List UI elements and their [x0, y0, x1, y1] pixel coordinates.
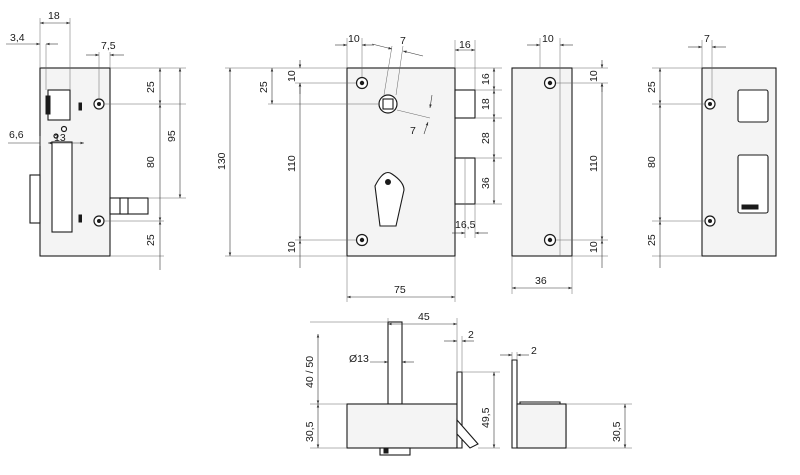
dim-left-95: 95 [166, 130, 178, 142]
rside-body [511, 67, 573, 257]
left-hole-top-core [97, 102, 101, 106]
bottom-view: 45 2 Ø13 40 / 50 30,5 49,5 [304, 311, 500, 456]
front-bolt [454, 89, 476, 119]
dim-front-16-5: 16,5 [455, 219, 476, 231]
rside-hole-top-core [547, 80, 553, 86]
dim-left-18: 18 [48, 10, 60, 22]
dim-front-10-left: 10 [286, 70, 298, 82]
left-bolt-slot [47, 89, 71, 121]
dim-rside-36: 36 [535, 275, 547, 287]
left-mark-bottom [78, 214, 82, 223]
dim-rside-110: 110 [588, 155, 600, 172]
dim-kside-30-5: 30,5 [611, 421, 623, 442]
dim-front-16-side: 16 [480, 73, 492, 85]
bottom-latch [456, 418, 479, 449]
dim-left-6-6: 6,6 [9, 129, 24, 141]
dim-front-angle-7: 7 [410, 125, 416, 137]
rside-hole-bottom-core [547, 237, 553, 243]
left-edge-tab [29, 174, 41, 224]
dim-left-3-4: 3,4 [10, 32, 25, 44]
dim-keeper-7: 7 [704, 33, 710, 45]
dim-keeper-25-bottom: 25 [646, 234, 658, 246]
keeper-side-box [516, 403, 567, 449]
keeper-slot-top [737, 89, 769, 123]
left-side-view: 18 3,4 7,5 25 80 25 95 6,6 13 [6, 10, 186, 270]
keeper-hole-top-core [708, 102, 712, 106]
dim-keeper-80: 80 [646, 156, 658, 168]
keeper-view: 7 25 80 25 [646, 33, 777, 268]
dim-front-75: 75 [394, 284, 406, 296]
dim-kside-2: 2 [531, 345, 537, 357]
dim-front-36: 36 [480, 177, 492, 189]
front-view: 10 7 25 10 110 10 130 75 7 [216, 33, 502, 302]
keeper-side-view: 2 30,5 [500, 345, 632, 449]
keeper-hole-bottom-core [708, 219, 712, 223]
dim-bottom-2: 2 [468, 329, 474, 341]
dim-bottom-49-5: 49,5 [480, 407, 492, 428]
keeper-slot-bar [741, 204, 759, 210]
dim-rside-10-b: 10 [588, 241, 600, 253]
dim-front-130: 130 [216, 152, 228, 170]
dim-front-10-top: 10 [348, 33, 360, 45]
left-bolt-mark [45, 95, 51, 115]
dim-left-25-bottom: 25 [145, 234, 157, 246]
left-mark-top [78, 102, 82, 111]
dim-front-10-bottom: 10 [286, 241, 298, 253]
right-side-view: 10 10 110 10 36 [511, 33, 608, 294]
front-hole-bottom-core [359, 237, 365, 243]
bottom-foot [379, 447, 411, 456]
dim-bottom-40-50: 40 / 50 [304, 356, 316, 388]
dim-left-80: 80 [145, 156, 157, 168]
left-latch-slot [51, 141, 73, 233]
dim-left-13: 13 [54, 132, 66, 144]
front-spindle-square [382, 98, 394, 110]
keeper-slot-bottom [737, 154, 769, 214]
dim-bottom-d13: Ø13 [349, 353, 369, 365]
front-hole-top-core [359, 80, 365, 86]
dim-keeper-25-top: 25 [646, 81, 658, 93]
dim-front-18: 18 [480, 98, 492, 110]
left-hole-bottom-core [97, 219, 101, 223]
bottom-spindle [387, 321, 403, 405]
dim-left-7-5: 7,5 [101, 40, 116, 52]
left-small-hole-b [53, 133, 59, 139]
dim-front-spindle-25: 25 [258, 81, 270, 93]
left-small-hole-a [60, 125, 68, 133]
left-bolt-stub [109, 197, 149, 215]
dim-front-spindle-7: 7 [400, 35, 406, 47]
dim-bottom-30-5: 30,5 [304, 421, 316, 442]
dim-bottom-45: 45 [418, 311, 430, 323]
dim-front-28: 28 [480, 132, 492, 144]
dim-left-25-top: 25 [145, 81, 157, 93]
front-keyhole-dot [385, 179, 391, 185]
dim-rside-10-a: 10 [588, 70, 600, 82]
dim-front-110: 110 [286, 155, 298, 172]
bottom-body [346, 403, 458, 449]
front-case [346, 67, 456, 257]
front-keyhole [374, 171, 405, 227]
bottom-foot-mark [383, 448, 389, 454]
dim-front-16-top: 16 [459, 39, 471, 51]
dim-rside-10-top: 10 [542, 33, 554, 45]
left-bolt-stub-tip [119, 197, 129, 215]
